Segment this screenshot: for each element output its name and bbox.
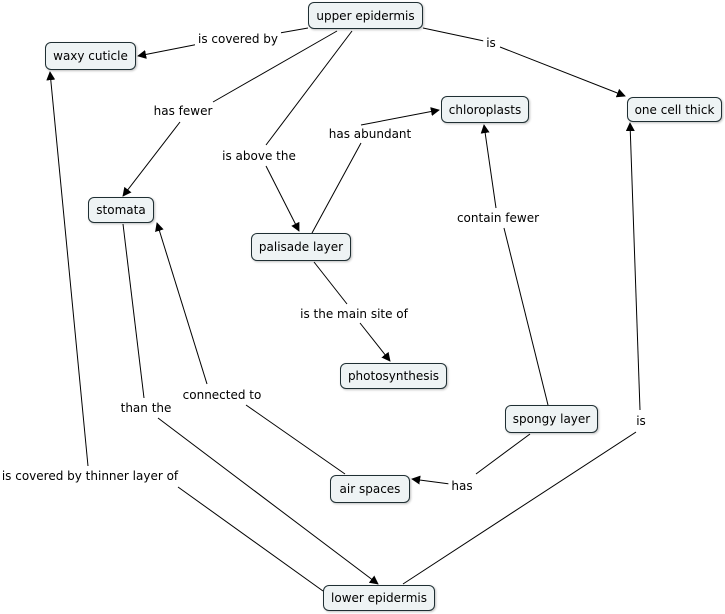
link-spongy-air-line-a: [475, 433, 531, 475]
link-lower-wc-line-a: [177, 486, 324, 592]
link-palisade-chloro-line-a: [311, 142, 362, 234]
link-label-ue-wc: is covered by: [194, 31, 282, 47]
node-one-cell-thick[interactable]: one cell thick: [627, 97, 722, 122]
link-lower-oct-line-b: [625, 122, 641, 411]
link-label-air-stomata: connected to: [179, 387, 265, 403]
node-photosynthesis[interactable]: photosynthesis: [340, 363, 447, 389]
node-stomata[interactable]: stomata: [88, 197, 154, 223]
node-upper-epidermis[interactable]: upper epidermis: [308, 2, 423, 29]
link-stomata-lower-line-a: [122, 223, 145, 399]
node-air-spaces[interactable]: air spaces: [330, 475, 410, 503]
link-ue-oct-line-b: [499, 46, 626, 98]
link-ue-stomata-line-b: [122, 121, 181, 197]
link-ue-stomata-line-a: [212, 30, 338, 103]
link-lower-oct-line-a: [402, 431, 637, 585]
link-palisade-photo-line-a: [313, 261, 348, 305]
node-chloroplasts[interactable]: chloroplasts: [441, 96, 529, 123]
link-spongy-chloro-line-b: [480, 124, 497, 209]
link-ue-palisade-line-a: [265, 30, 353, 146]
link-label-palisade-photo: is the main site of: [297, 306, 411, 322]
link-label-stomata-lower: than the: [117, 400, 175, 416]
link-label-spongy-chloro: contain fewer: [453, 210, 543, 226]
link-stomata-lower-line-b: [157, 417, 379, 585]
node-waxy-cuticle[interactable]: waxy cuticle: [45, 42, 136, 70]
link-ue-oct-line-a: [422, 27, 485, 42]
link-label-ue-oct: is: [483, 35, 499, 51]
node-lower-epidermis[interactable]: lower epidermis: [323, 585, 435, 611]
link-label-lower-oct: is: [633, 413, 649, 429]
link-label-lower-wc: is covered by thinner layer of: [0, 468, 182, 484]
link-label-ue-stomata: has fewer: [150, 103, 216, 119]
link-spongy-chloro-line-a: [503, 227, 549, 406]
link-label-spongy-air: has: [448, 478, 476, 494]
link-label-ue-palisade: is above the: [219, 148, 299, 164]
link-lower-wc-line-b: [46, 71, 89, 467]
link-air-stomata-line-a: [245, 404, 346, 475]
link-spongy-air-line-b: [411, 475, 451, 485]
link-ue-palisade-line-b: [265, 165, 300, 232]
link-palisade-chloro-line-b: [360, 107, 440, 126]
node-spongy-layer[interactable]: spongy layer: [505, 405, 598, 433]
link-palisade-photo-line-b: [359, 322, 391, 362]
link-label-palisade-chloro: has abundant: [325, 126, 415, 142]
node-palisade-layer[interactable]: palisade layer: [251, 233, 351, 261]
link-ue-wc-line-b: [137, 43, 200, 59]
link-air-stomata-line-b: [155, 222, 208, 385]
